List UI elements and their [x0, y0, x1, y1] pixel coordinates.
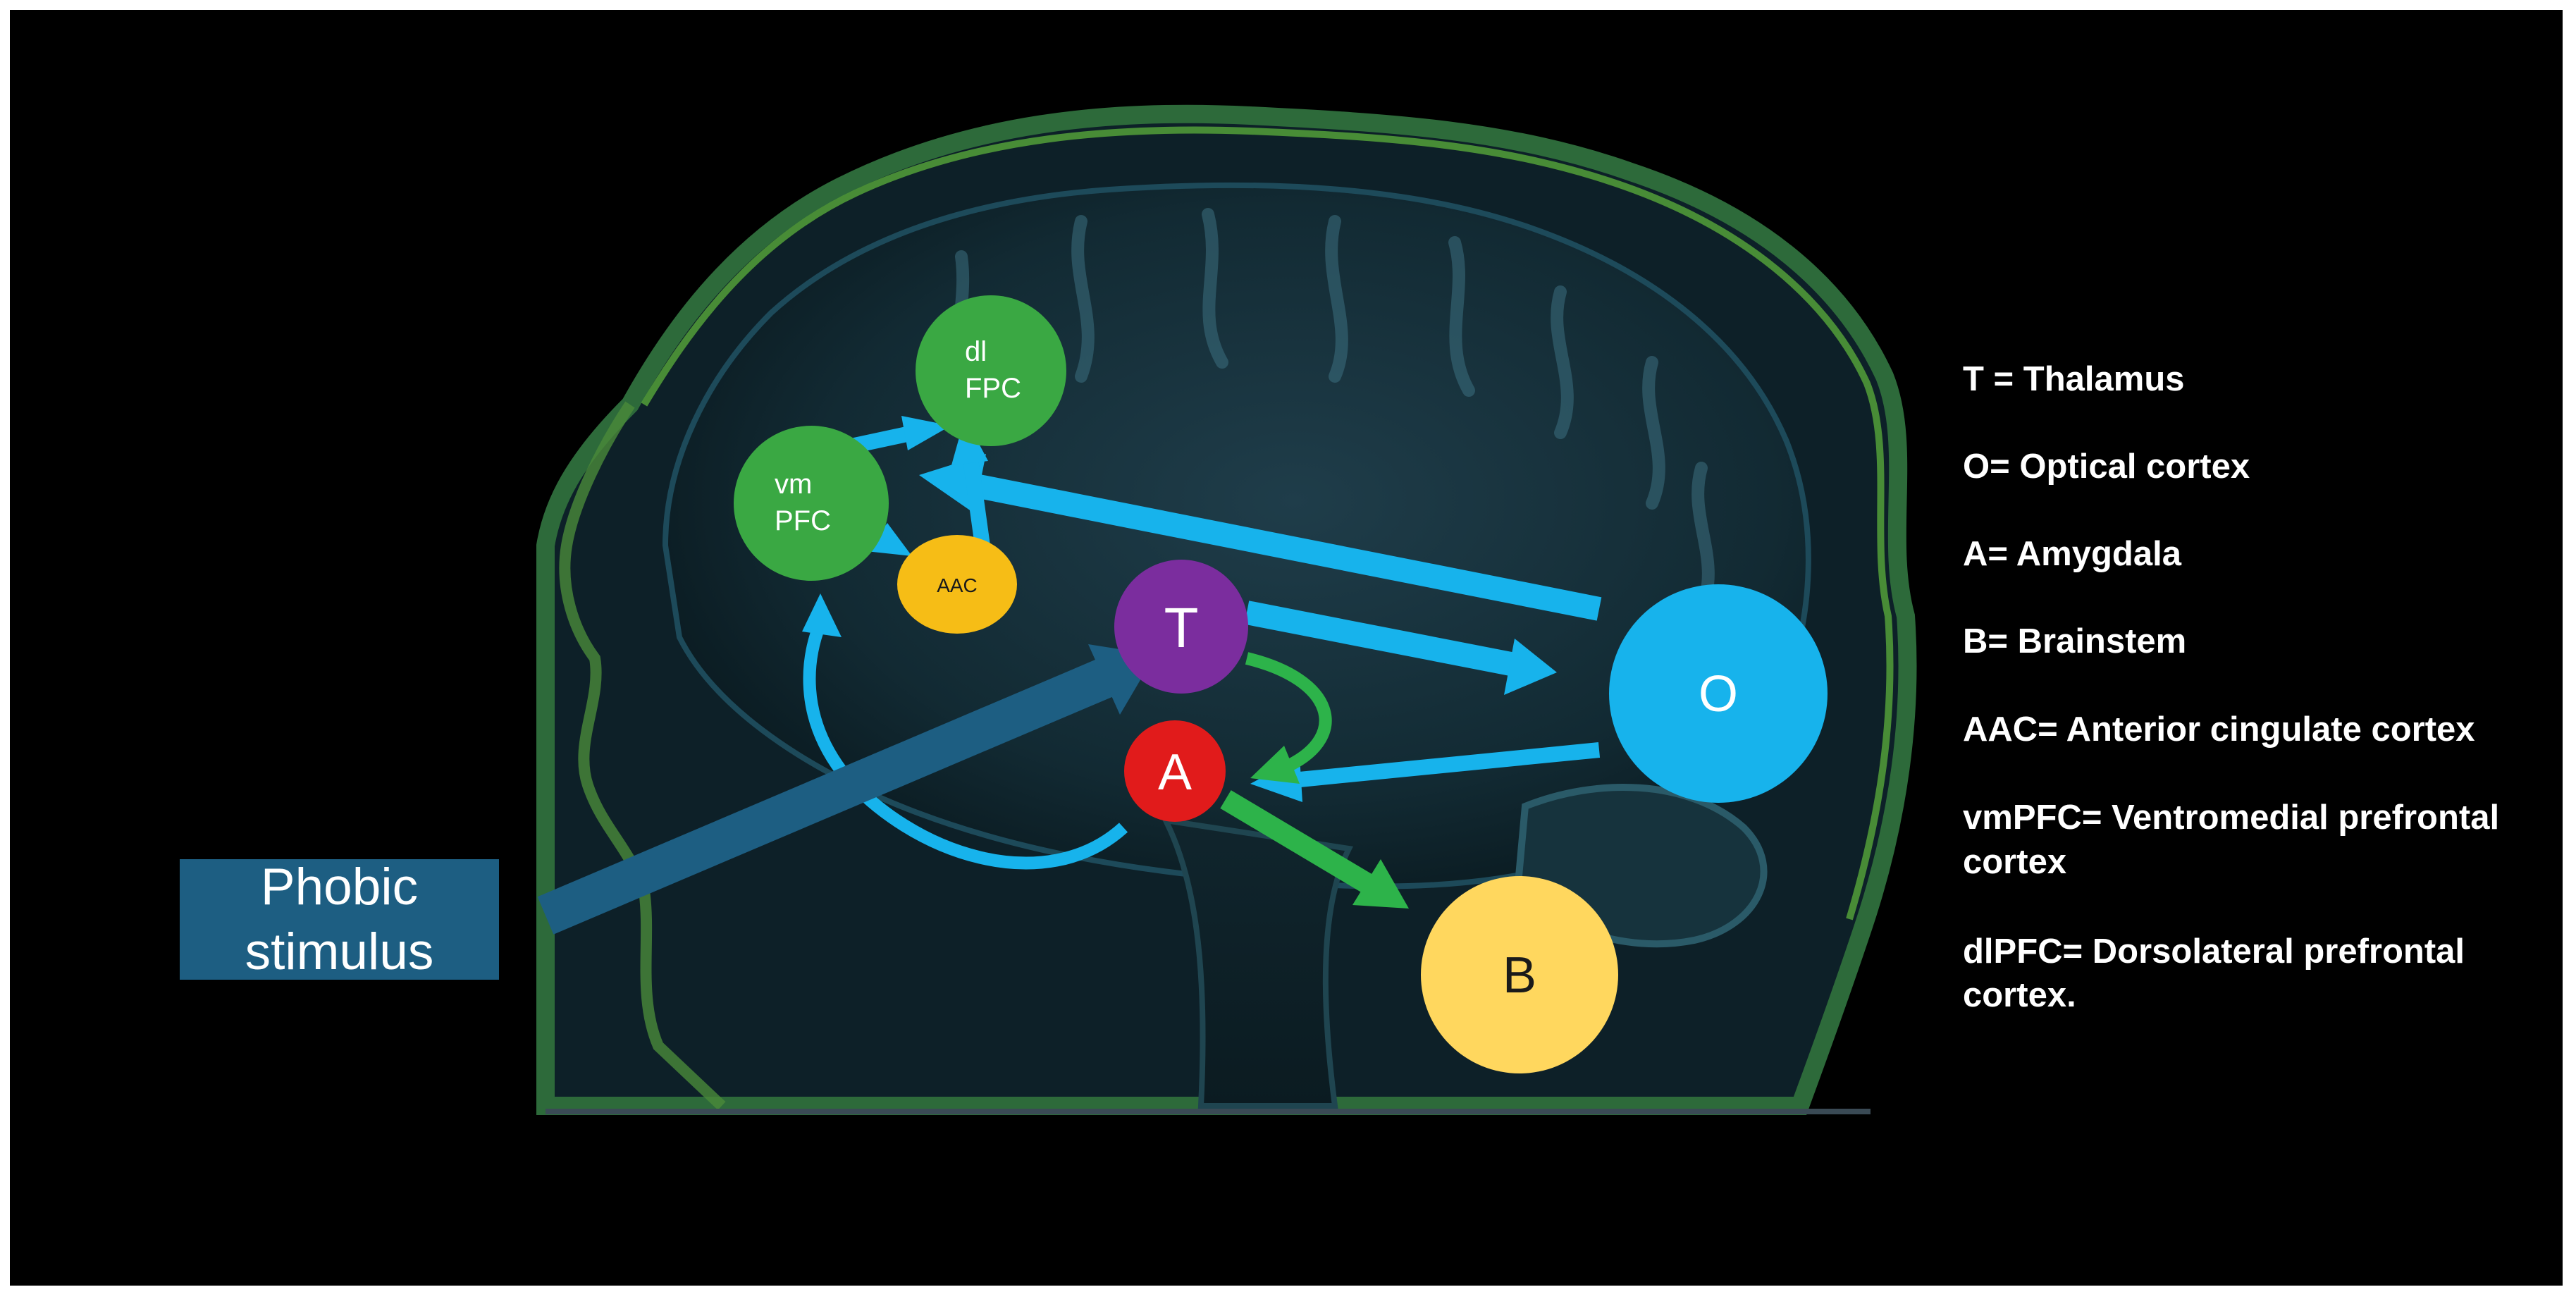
- arrow-aac-to-dlpfc: [962, 453, 990, 547]
- node-dlpfc-line2: FPC: [965, 373, 1021, 404]
- arrowhead-thalamus-to-amygdala: [1250, 746, 1300, 784]
- node-brainstem: B: [1421, 876, 1618, 1073]
- legend-item: T = Thalamus: [1963, 360, 2185, 398]
- phobic-stimulus-box: Phobic stimulus: [180, 858, 499, 980]
- legend-item: cortex: [1963, 843, 2067, 881]
- node-brainstem-label: B: [1503, 947, 1536, 1004]
- phobic-stimulus-label: Phobic stimulus: [245, 858, 434, 980]
- node-thalamus: T: [1114, 560, 1248, 694]
- brainstem-tissue: [1160, 816, 1354, 1109]
- legend-item: O= Optical cortex: [1963, 448, 2250, 486]
- arrowhead-amygdala-to-brainstem: [1352, 859, 1409, 909]
- arrow-amygdala-to-brainstem: [1220, 790, 1379, 897]
- arrowhead-thalamus-to-optical: [1504, 639, 1557, 695]
- legend-item: vmPFC= Ventromedial prefrontal: [1963, 799, 2500, 837]
- diagram-panel: dl FPC vm PFC AAC T A O B Phobic s: [10, 10, 2563, 1286]
- node-amygdala-label: A: [1158, 744, 1192, 801]
- node-amygdala: A: [1124, 720, 1226, 822]
- arrow-optical-to-vmpfc: [973, 474, 1602, 621]
- scalp-outer-rim: [641, 126, 1894, 921]
- legend-item: dlPFC= Dorsolateral prefrontal: [1963, 932, 2465, 971]
- node-vmpfc-line2: PFC: [775, 505, 831, 536]
- arrow-thalamus-to-amygdala: [1245, 652, 1332, 772]
- node-dlpfc: dl FPC: [916, 295, 1066, 446]
- arrow-stimulus-to-thalamus: [537, 657, 1118, 935]
- node-optical: O: [1609, 584, 1828, 803]
- legend-item: B= Brainstem: [1963, 622, 2187, 660]
- node-aac-label: AAC: [937, 574, 978, 596]
- pathway-arrows: [537, 416, 1602, 935]
- arrowhead-amygdala-to-vmpfc: [802, 593, 842, 637]
- node-vmpfc: vm PFC: [734, 426, 889, 581]
- legend-item: A= Amygdala: [1963, 535, 2181, 573]
- arrow-optical-to-amygdala: [1298, 742, 1601, 787]
- node-dlpfc-line1: dl: [965, 336, 987, 367]
- legend-item: AAC= Anterior cingulate cortex: [1963, 710, 2475, 749]
- node-vmpfc-line1: vm: [775, 469, 812, 500]
- node-optical-label: O: [1699, 666, 1738, 722]
- node-aac: AAC: [897, 535, 1017, 634]
- brain-diagram: dl FPC vm PFC AAC T A O B: [536, 104, 1917, 1115]
- arrowhead-vmpfc-to-aac: [866, 523, 912, 556]
- face-profile: [559, 401, 726, 1110]
- node-thalamus-label: T: [1164, 596, 1199, 659]
- arrow-thalamus-to-optical: [1244, 601, 1528, 679]
- legend-item: cortex.: [1963, 976, 2076, 1014]
